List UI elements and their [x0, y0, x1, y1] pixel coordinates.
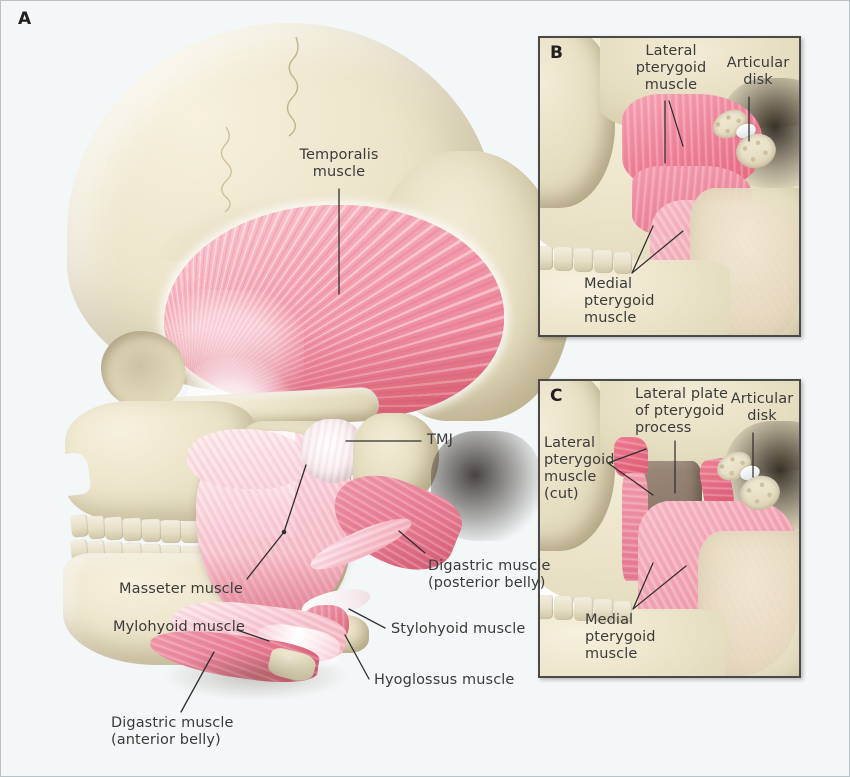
panel-letter-c: C [550, 386, 563, 406]
lateral-pterygoid-cut-stump-upper-art [614, 437, 648, 477]
label-tmj: TMJ [427, 432, 453, 448]
label-digastric-anterior-belly: Digastric muscle(anterior belly) [111, 715, 234, 748]
label-digastric-posterior-belly: Digastric muscle(posterior belly) [428, 558, 551, 591]
masseter-tendon-art [187, 429, 307, 489]
panel-c-frame [538, 379, 801, 678]
panel-letter-a: A [18, 9, 32, 29]
panel-b-frame [538, 36, 801, 337]
coronal-suture-art [220, 36, 299, 213]
panel-letter-b: B [550, 43, 563, 63]
label-masseter-muscle: Masseter muscle [119, 581, 243, 597]
label-mylohyoid-muscle: Mylohyoid muscle [113, 619, 245, 635]
label-stylohyoid-muscle: Stylohyoid muscle [391, 621, 526, 637]
label-hyoglossus-muscle: Hyoglossus muscle [374, 672, 515, 688]
orbit-art [101, 331, 185, 409]
mandible-shadow-art [161, 651, 351, 701]
